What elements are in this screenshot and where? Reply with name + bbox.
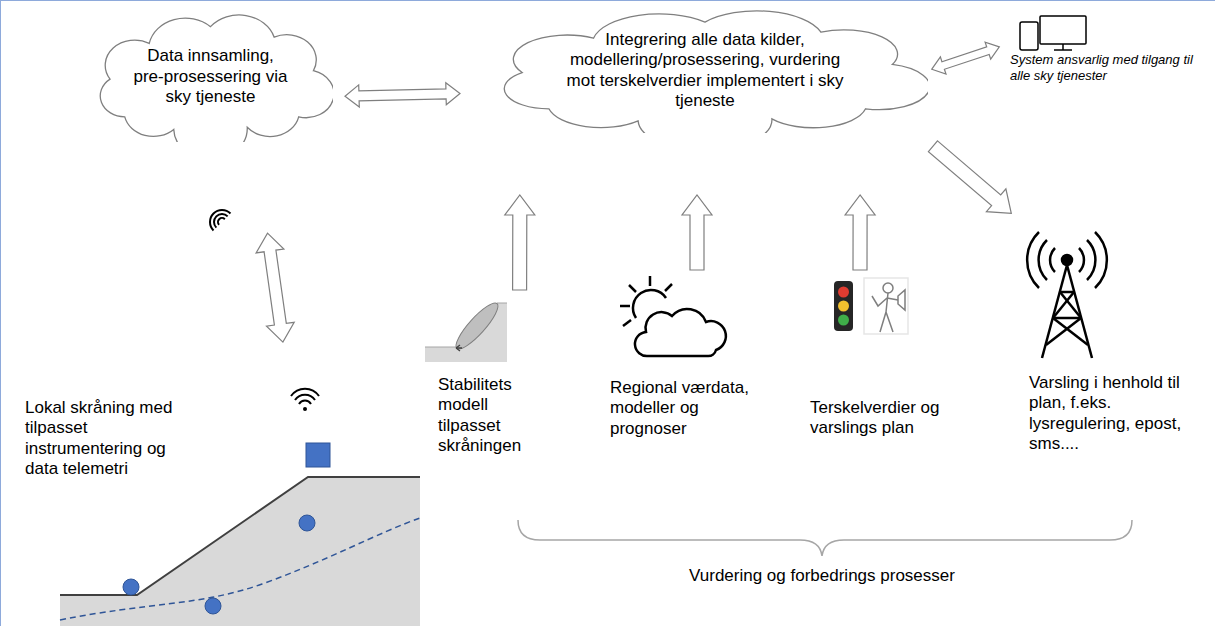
block-arrow: [932, 42, 1000, 74]
weather-icon: [620, 276, 726, 356]
node-text: Varsling i henhold til plan, f.eks. lysr…: [1029, 373, 1207, 455]
alert-node: Varsling i henhold til plan, f.eks. lysr…: [1025, 225, 1210, 485]
block-arrow: [505, 195, 535, 290]
node-text: Terskelverdier og varslings plan: [810, 398, 962, 439]
bracket: [518, 520, 1132, 556]
node-text: System ansvarlig med tilgang til alle sk…: [1010, 52, 1205, 85]
antenna-icon: [1027, 232, 1107, 358]
node-text: Data innsamling, pre-prosessering via sk…: [131, 46, 291, 107]
node-text: Stabilitets modell tilpasset skråningen: [438, 375, 538, 457]
weather-node: Regional værdata, modeller og prognoser: [605, 275, 780, 465]
block-arrow: [345, 83, 460, 107]
wireless-symbol: [205, 205, 230, 230]
user-node: System ansvarlig med tilgang til alle sk…: [1005, 10, 1210, 110]
node-text: Lokal skråning med tilpasset instrumente…: [25, 398, 190, 480]
node-text: Regional værdata, modeller og prognoser: [610, 378, 778, 439]
block-arrow: [845, 195, 875, 270]
cloud-box: Data innsamling, pre-prosessering via sk…: [88, 12, 333, 142]
frame-line: [0, 0, 1, 626]
slope-node: Lokal skråning med tilpasset instrumente…: [20, 350, 420, 626]
bracket-label: Vurdering og forbedrings prosesser: [686, 566, 958, 586]
threshold-node: Terskelverdier og varslings plan: [805, 275, 965, 445]
wifi-symbol: [291, 389, 319, 411]
block-arrow: [256, 233, 294, 342]
stability-icon: [425, 298, 507, 362]
node-text: Integrering alle data kilder, modellerin…: [555, 30, 855, 112]
devices-icon: [1020, 16, 1086, 50]
traffic-light-icon: [834, 281, 853, 331]
block-arrow: [928, 141, 1011, 213]
frame-line: [0, 0, 1215, 1]
cloud-box: Integrering alle data kilder, modellerin…: [482, 8, 928, 133]
person-megaphone-icon: [864, 278, 908, 334]
block-arrow: [682, 195, 712, 270]
model-node: Stabilitets modell tilpasset skråningen: [420, 295, 540, 465]
